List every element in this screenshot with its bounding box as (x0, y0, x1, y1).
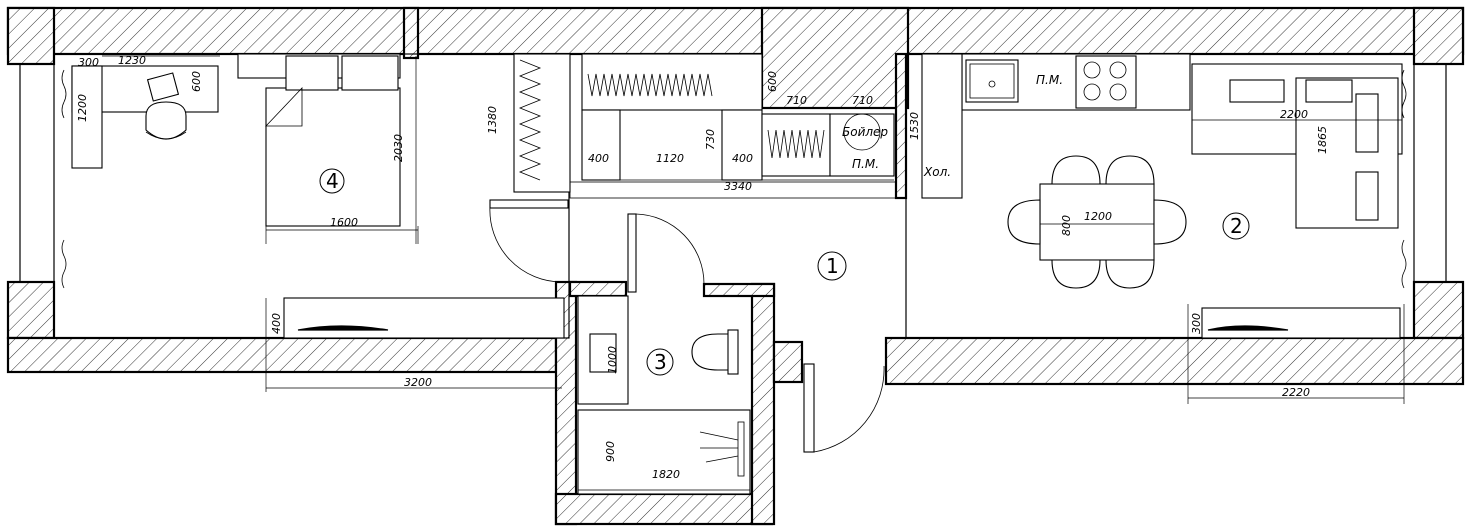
bathroom-sink (589, 333, 617, 373)
pm-closet-label: П.М. (852, 157, 879, 171)
wall-top-right-block (1412, 6, 1465, 66)
dim-kitchen-1530: 1530 (908, 112, 921, 140)
entry-door-leaf (803, 363, 815, 453)
dim-desk-1200: 1200 (76, 94, 89, 122)
dim-shelf-400b: 400 (732, 152, 753, 165)
dim-sink-1000: 1000 (606, 346, 619, 374)
dim-closet-710a: 710 (786, 94, 807, 107)
closet-shelf-left (581, 109, 621, 181)
closet-area: 1380 400 1120 730 400 3340 600 710 710 Б… (486, 53, 897, 199)
pillow-right (341, 55, 399, 91)
room-4-marker (319, 168, 345, 194)
dim-shelf-1120: 1120 (656, 152, 684, 165)
cooktop (1075, 55, 1137, 109)
dining-chair-6 (1153, 199, 1187, 245)
dim-bath-900: 900 (604, 441, 617, 462)
dim-closet-710b: 710 (852, 94, 873, 107)
dim-table-800: 800 (1060, 215, 1073, 236)
closet-shelf-top (581, 53, 763, 111)
sofa-chaise (1295, 77, 1399, 229)
dim-wardrobe-1380: 1380 (486, 106, 499, 134)
toilet (691, 333, 737, 371)
walls (6, 6, 1465, 526)
dim-bed-2030: 2030 (392, 134, 405, 162)
dim-table-1200: 1200 (1084, 210, 1112, 223)
bedroom: 300 1230 600 1200 1600 2030 4 400 3200 (71, 53, 569, 392)
boiler-label: Бойлер (842, 125, 888, 139)
desk-side (71, 65, 103, 169)
dim-shelf-400a: 400 (588, 152, 609, 165)
pillow-left (285, 55, 339, 91)
dim-bed-1600: 1600 (330, 216, 358, 229)
room-2-number: 2 (1230, 214, 1243, 238)
dining-chair-1 (1051, 155, 1101, 185)
boiler-unit (829, 113, 895, 177)
wall-bathroom-top-right (702, 282, 776, 298)
bathroom-door-swing (635, 213, 705, 285)
bathroom-door-leaf (627, 213, 637, 293)
bed (265, 87, 401, 227)
room-2-marker (1222, 212, 1250, 240)
dim-closet-600: 600 (766, 71, 779, 92)
wall-partition-stub (402, 6, 420, 60)
dim-radiator-300: 300 (1190, 313, 1203, 334)
wall-bottom-right (884, 336, 1465, 386)
toilet-tank (727, 329, 739, 375)
dim-radiator-400: 400 (270, 313, 283, 334)
fridge-label: Хол. (923, 165, 951, 179)
bedroom-door-swing (489, 205, 563, 283)
dim-wall-2220: 2220 (1282, 386, 1310, 399)
sofa-cushion-2 (1305, 79, 1353, 103)
room-3-number: 3 (654, 350, 667, 374)
bathtub (577, 409, 751, 495)
dining-chair-3 (1051, 259, 1101, 289)
wall-bathroom-right (750, 282, 776, 526)
dim-sofa-2200: 2200 (1280, 108, 1308, 121)
wall-center-block (760, 6, 910, 110)
dim-desk-600: 600 (190, 71, 203, 92)
wall-bathroom-bottom (554, 492, 774, 526)
room-3-marker (646, 348, 674, 376)
radiator-right (1201, 307, 1401, 339)
room-1-marker (817, 251, 847, 281)
entry-door-swing (813, 365, 885, 453)
dim-closet-3340: 3340 (724, 180, 752, 193)
boiler-icon (843, 113, 881, 151)
sofa-cushion-1 (1229, 79, 1285, 103)
sofa-cushion-4 (1355, 171, 1379, 221)
wall-kitchen-partition (894, 52, 908, 200)
bathroom: 1000 3 900 1820 (577, 295, 751, 495)
sofa-cushion-3 (1355, 93, 1379, 153)
wall-bathroom-top-left (568, 280, 628, 298)
desk-chair (145, 101, 187, 140)
wall-entry-left-nub (772, 340, 804, 384)
radiator-left (283, 297, 565, 339)
wall-top-left-block (6, 6, 56, 66)
laptop (146, 72, 180, 102)
dim-desk-300: 300 (78, 56, 99, 69)
dim-bath-1820: 1820 (652, 468, 680, 481)
wall-left-bottom-pier (6, 280, 56, 340)
room-4-number: 4 (326, 169, 339, 193)
kitchen-counter-left (921, 53, 963, 199)
kitchen-living: П.М. 1530 Хол. 2200 1865 1200 800 2 (908, 53, 1405, 404)
hallway: 1 (627, 213, 885, 453)
dim-sofa-1865: 1865 (1316, 126, 1329, 154)
wall-bottom-left (6, 336, 558, 374)
closet-shelf-right (721, 109, 763, 181)
dining-chair-2 (1105, 155, 1155, 185)
closet-hanger-area (761, 113, 831, 177)
wall-right-bottom-pier (1412, 280, 1465, 340)
wall-top (6, 6, 1465, 56)
dining-chair-5 (1007, 199, 1041, 245)
dim-desk-1230: 1230 (118, 54, 146, 67)
room-1-number: 1 (826, 254, 839, 278)
dim-shelf-730: 730 (704, 129, 717, 150)
dining-chair-4 (1105, 259, 1155, 289)
bedroom-door-leaf (489, 199, 569, 209)
pm-kitchen-label: П.М. (1036, 73, 1063, 87)
dim-wall-3200: 3200 (404, 376, 432, 389)
